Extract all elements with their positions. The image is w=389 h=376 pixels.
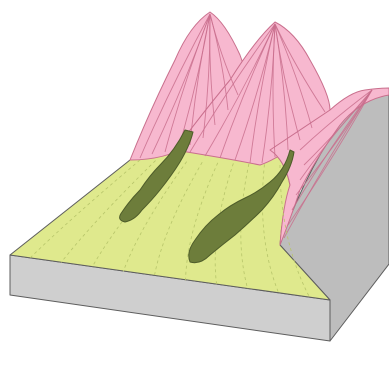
- landform-block-diagram: [0, 0, 389, 376]
- diagram-canvas: [0, 0, 389, 376]
